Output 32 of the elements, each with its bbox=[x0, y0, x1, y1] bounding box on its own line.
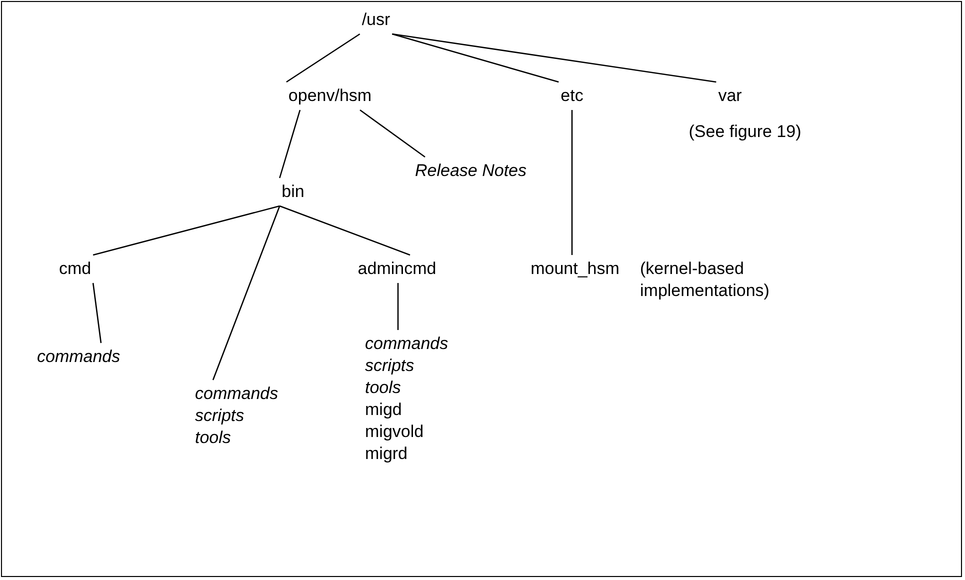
file-name: commands bbox=[365, 333, 448, 355]
folder-label: openv/hsm bbox=[286, 82, 374, 110]
file-name: scripts bbox=[195, 405, 246, 427]
file-name: tools bbox=[365, 377, 402, 399]
tree-line bbox=[92, 282, 102, 344]
note-text: (kernel-based implementations) bbox=[640, 258, 770, 302]
note-text: (See figure 19) bbox=[688, 121, 802, 143]
file-name: tools bbox=[195, 427, 232, 449]
tree-line bbox=[397, 283, 399, 330]
folder-label: mount_hsm bbox=[528, 255, 622, 283]
folder-label: cmd bbox=[56, 255, 94, 283]
folder-label: admincmd bbox=[356, 255, 438, 283]
tree-line bbox=[212, 206, 280, 380]
tree-line bbox=[92, 205, 280, 256]
tree-line bbox=[279, 205, 410, 256]
file-name: migd bbox=[365, 399, 403, 421]
folder-label: /usr bbox=[360, 6, 392, 34]
folder-label: bin bbox=[280, 178, 306, 206]
folder-label: Release Notes bbox=[413, 157, 529, 185]
file-name: migvold bbox=[365, 421, 425, 443]
tree-line bbox=[286, 33, 360, 83]
folder-label: var bbox=[716, 82, 744, 110]
file-name: migrd bbox=[365, 443, 409, 465]
tree-line bbox=[392, 33, 559, 83]
file-name: commands bbox=[195, 383, 278, 405]
tree-line bbox=[571, 110, 573, 255]
tree-line bbox=[392, 33, 716, 83]
folder-label: etc bbox=[558, 82, 586, 110]
tree-line bbox=[360, 109, 426, 158]
file-name: scripts bbox=[365, 355, 416, 377]
tree-line bbox=[279, 110, 301, 178]
folder-label: commands bbox=[35, 343, 122, 371]
